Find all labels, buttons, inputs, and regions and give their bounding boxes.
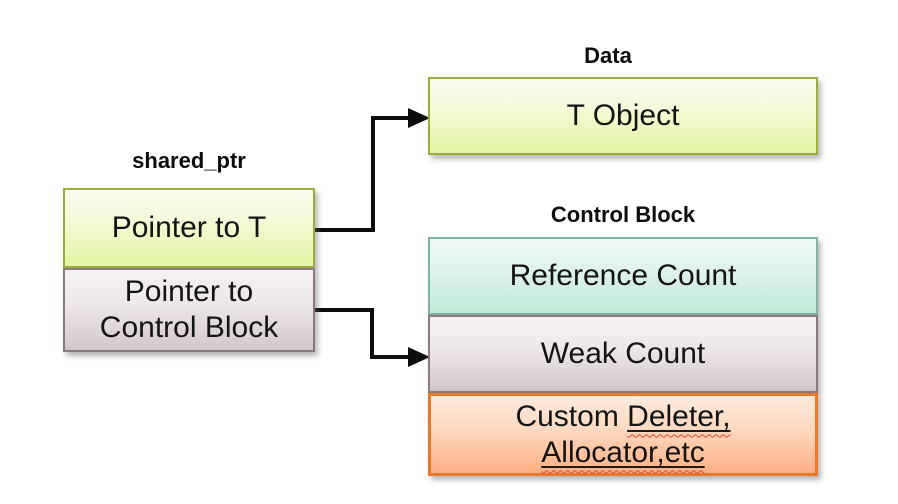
- custom-allocator-word: Allocator,etc: [541, 435, 705, 469]
- custom-deleter-box: Custom Deleter, Allocator,etc: [428, 393, 818, 476]
- pointer-to-cb-line2: Control Block: [99, 311, 279, 344]
- t-object-text: T Object: [566, 99, 680, 132]
- t-object-box: T Object: [428, 77, 818, 155]
- arrow-to-weak-count: [315, 308, 430, 367]
- control-block-label: Control Block: [550, 202, 696, 227]
- weak-count-text: Weak Count: [540, 337, 706, 370]
- reference-count-text: Reference Count: [509, 259, 737, 292]
- custom-deleter-word: Deleter,: [627, 399, 731, 433]
- custom-deleter-prefix: Custom: [515, 399, 628, 433]
- reference-count-box: Reference Count: [428, 237, 818, 315]
- custom-deleter-line1: Custom Deleter,: [515, 399, 730, 435]
- pointer-to-control-block-box: Pointer to Control Block: [63, 268, 315, 352]
- custom-deleter-line2: Allocator,etc: [541, 435, 704, 471]
- pointer-to-t-text: Pointer to T: [111, 211, 267, 244]
- arrow-to-t-object: [315, 108, 430, 232]
- weak-count-box: Weak Count: [428, 315, 818, 393]
- shared-ptr-label: shared_ptr: [132, 148, 246, 173]
- data-label: Data: [584, 43, 632, 68]
- pointer-to-cb-line1: Pointer to: [124, 275, 254, 308]
- pointer-to-t-box: Pointer to T: [63, 188, 315, 268]
